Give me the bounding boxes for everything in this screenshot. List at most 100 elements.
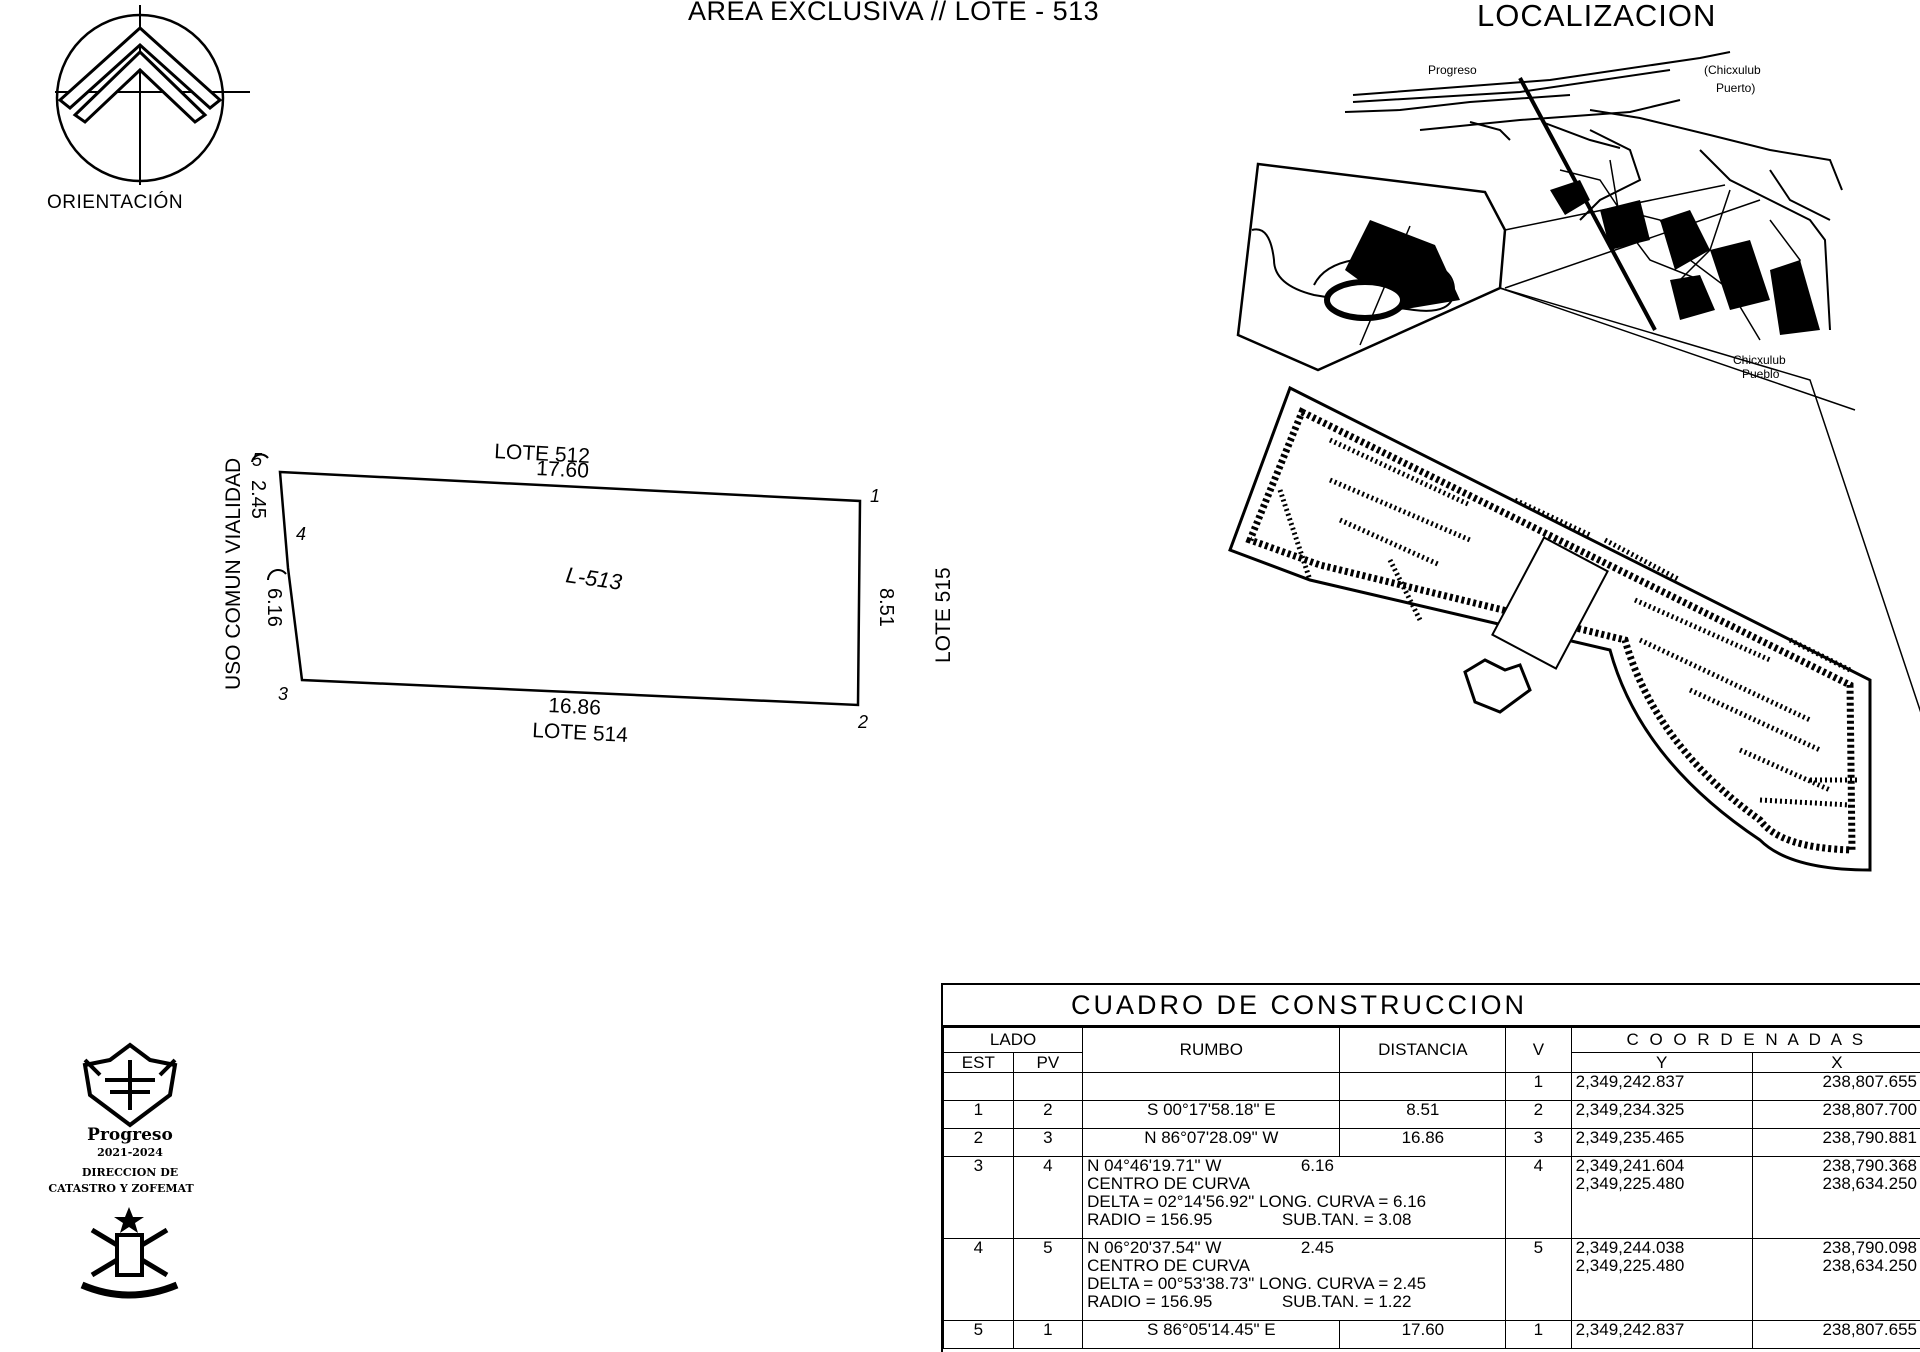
cell-y: 2,349,244.038 [1576, 1239, 1748, 1257]
cell-radio: RADIO = 156.95 [1087, 1210, 1212, 1229]
north-distance-label: 17.60 [536, 457, 590, 483]
logo-dept-line1: DIRECCION DE [30, 1166, 230, 1179]
vertex-1: 1 [870, 486, 880, 506]
cell-centro-y: 2,349,225.480 [1576, 1257, 1748, 1275]
south-neighbor-label: LOTE 514 [532, 719, 629, 747]
cell-rumbo: S 86°05'14.45" E [1083, 1321, 1340, 1349]
cell-rumbo: N 06°20'37.54" W [1087, 1238, 1221, 1257]
catastro-seal-icon [72, 1205, 187, 1300]
cell-pv: 2 [1013, 1101, 1083, 1129]
cell-distancia: 6.16 [1301, 1156, 1334, 1175]
south-distance-label: 16.86 [548, 694, 602, 720]
table-row: 1 2 S 00°17'58.18" E 8.51 2 2,349,234.32… [944, 1101, 1920, 1129]
cell-delta: DELTA = 00°53'38.73" [1087, 1274, 1254, 1293]
cell-long-curva: LONG. CURVA = 6.16 [1259, 1192, 1426, 1211]
cell-x: 238,790.098 [1757, 1239, 1917, 1257]
table-row: 5 1 S 86°05'14.45" E 17.60 1 2,349,242.8… [944, 1321, 1920, 1349]
header-rumbo: RUMBO [1083, 1028, 1340, 1073]
cell-x: 238,790.368 [1757, 1157, 1917, 1175]
cell-distancia: 16.86 [1340, 1129, 1506, 1157]
header-y: Y [1571, 1053, 1752, 1073]
header-pv: PV [1013, 1053, 1083, 1073]
cell-y: 2,349,242.837 [1571, 1321, 1752, 1349]
cell-centro-x: 238,634.250 [1757, 1175, 1917, 1193]
cell-centro-x: 238,634.250 [1757, 1257, 1917, 1275]
cell-subtan: SUB.TAN. = 1.22 [1282, 1292, 1412, 1311]
cell-x: 238,807.655 [1752, 1321, 1920, 1349]
table-title: CUADRO DE CONSTRUCCION [943, 985, 1920, 1027]
logo-years: 2021-2024 [55, 1146, 205, 1159]
table-row: 1 2,349,242.837 238,807.655 [944, 1073, 1920, 1101]
lot-boundary [280, 472, 860, 705]
logo-name: Progreso [55, 1125, 205, 1145]
cell-pv: 4 [1013, 1157, 1083, 1239]
construction-table: CUADRO DE CONSTRUCCION LADO RUMBO DISTAN… [941, 983, 1920, 1352]
west-distance-lower-label: 6.16 [263, 588, 285, 627]
cell-v: 5 [1506, 1239, 1571, 1321]
east-distance-label: 8.51 [875, 588, 897, 627]
cell-delta: DELTA = 02°14'56.92" [1087, 1192, 1254, 1211]
table-row: 2 3 N 86°07'28.09" W 16.86 3 2,349,235.4… [944, 1129, 1920, 1157]
location-map [1170, 40, 1920, 880]
cell-x: 238,807.655 [1752, 1073, 1920, 1101]
cell-y: 2,349,234.325 [1571, 1101, 1752, 1129]
cell-subtan: SUB.TAN. = 3.08 [1282, 1210, 1412, 1229]
cell-long-curva: LONG. CURVA = 2.45 [1259, 1274, 1426, 1293]
cell-rumbo: N 86°07'28.09" W [1083, 1129, 1340, 1157]
cell-v: 2 [1506, 1101, 1571, 1129]
cell-est: 1 [944, 1101, 1014, 1129]
table-row: 3 4 N 04°46'19.71" W 6.16 CENTRO DE CURV… [944, 1157, 1920, 1239]
map-label-chicxulub-puerto: (Chicxulub [1704, 63, 1761, 77]
cell-centro-y: 2,349,225.480 [1576, 1175, 1748, 1193]
cell-distancia: 17.60 [1340, 1321, 1506, 1349]
table-row: 4 5 N 06°20'37.54" W 2.45 CENTRO DE CURV… [944, 1239, 1920, 1321]
west-distance-upper-label: 2.45 [247, 480, 269, 519]
lot-name: L-513 [564, 562, 624, 595]
header-distancia: DISTANCIA [1340, 1028, 1506, 1073]
cell-rumbo: N 04°46'19.71" W [1087, 1156, 1221, 1175]
subdivision-plan [1230, 388, 1870, 870]
map-label-chicxulub-puerto-2: Puerto) [1716, 81, 1755, 95]
lot-plan: L-513 1 2 3 4 5 LOTE 512 17.60 16.86 LOT… [0, 0, 960, 760]
cell-distancia: 2.45 [1301, 1238, 1334, 1257]
header-est: EST [944, 1053, 1014, 1073]
cell-centro: CENTRO DE CURVA [1087, 1175, 1501, 1193]
progreso-seal-icon [75, 1040, 185, 1130]
vertex-2: 2 [857, 712, 868, 732]
vertex-4: 4 [296, 524, 306, 544]
map-label-chicxulub-pueblo-2: Pueblo [1742, 367, 1779, 381]
cell-rumbo-curve: N 06°20'37.54" W 2.45 CENTRO DE CURVA DE… [1083, 1239, 1506, 1321]
cell-y: 2,349,241.604 [1576, 1157, 1748, 1175]
cell-pv: 5 [1013, 1239, 1083, 1321]
logo-dept-line2: CATASTRO Y ZOFEMAT [10, 1182, 232, 1195]
header-x: X [1752, 1053, 1920, 1073]
cell-distancia: 8.51 [1340, 1101, 1506, 1129]
cell-rumbo: S 00°17'58.18" E [1083, 1101, 1340, 1129]
cell-v: 4 [1506, 1157, 1571, 1239]
east-neighbor-label: LOTE 515 [932, 567, 955, 663]
cell-x: 238,790.881 [1752, 1129, 1920, 1157]
header-v: V [1506, 1028, 1571, 1073]
cell-v: 1 [1506, 1321, 1571, 1349]
cell-rumbo-curve: N 04°46'19.71" W 6.16 CENTRO DE CURVA DE… [1083, 1157, 1506, 1239]
cell-pv: 3 [1013, 1129, 1083, 1157]
map-label-progreso: Progreso [1428, 63, 1477, 77]
vertex-5: 5 [252, 450, 263, 470]
cell-y: 2,349,242.837 [1571, 1073, 1752, 1101]
cell-est: 5 [944, 1321, 1014, 1349]
cell-est: 2 [944, 1129, 1014, 1157]
cell-v: 1 [1506, 1073, 1571, 1101]
cell-pv: 1 [1013, 1321, 1083, 1349]
cell-centro: CENTRO DE CURVA [1087, 1257, 1501, 1275]
cell-v: 3 [1506, 1129, 1571, 1157]
cell-radio: RADIO = 156.95 [1087, 1292, 1212, 1311]
header-lado: LADO [944, 1028, 1083, 1053]
vertex-3: 3 [278, 684, 288, 704]
cell-est: 3 [944, 1157, 1014, 1239]
cell-est: 4 [944, 1239, 1014, 1321]
localizacion-title: LOCALIZACION [1477, 0, 1716, 34]
cell-x: 238,807.700 [1752, 1101, 1920, 1129]
map-label-chicxulub-pueblo: Chicxulub [1733, 353, 1786, 367]
west-neighbor-label: USO COMUN VIALIDAD [222, 458, 245, 690]
cell-y: 2,349,235.465 [1571, 1129, 1752, 1157]
